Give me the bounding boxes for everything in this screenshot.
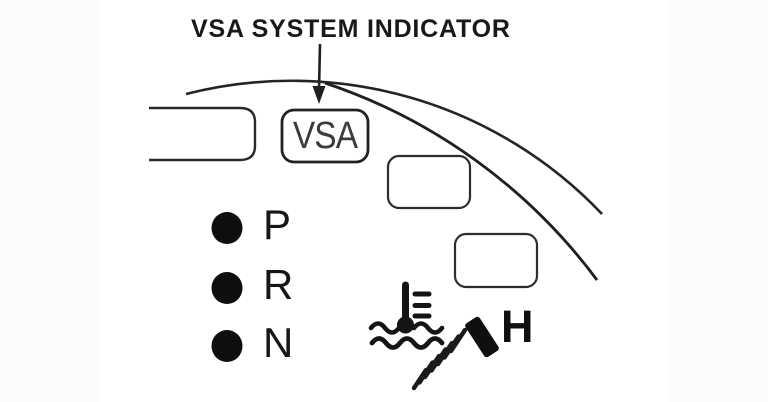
gear-label-n: N bbox=[263, 319, 294, 366]
empty-indicator-box-lower bbox=[453, 232, 539, 289]
gear-dot-r bbox=[211, 272, 243, 304]
empty-indicator-box-middle bbox=[386, 154, 472, 210]
gear-label-r: R bbox=[263, 261, 294, 308]
headlight-beam-icon bbox=[411, 316, 499, 391]
callout-arrow-icon bbox=[312, 43, 326, 104]
headlight-h-label: H bbox=[501, 301, 534, 352]
beam-rays bbox=[411, 327, 468, 391]
figure-background bbox=[100, 0, 668, 402]
figure-title: VSA SYSTEM INDICATOR bbox=[191, 15, 511, 43]
gear-dot-p bbox=[211, 212, 243, 244]
gear-label-p: P bbox=[263, 201, 292, 248]
empty-indicator-box-left bbox=[149, 106, 257, 162]
coolant-temperature-icon bbox=[368, 281, 445, 350]
bezel-inner-arc bbox=[324, 81, 599, 281]
vsa-indicator-box bbox=[280, 108, 370, 164]
bezel-outer-arc bbox=[185, 79, 603, 215]
gear-dot-n bbox=[211, 330, 243, 362]
gear-position-dots bbox=[211, 212, 243, 362]
vsa-box-label: VSA bbox=[292, 114, 358, 157]
